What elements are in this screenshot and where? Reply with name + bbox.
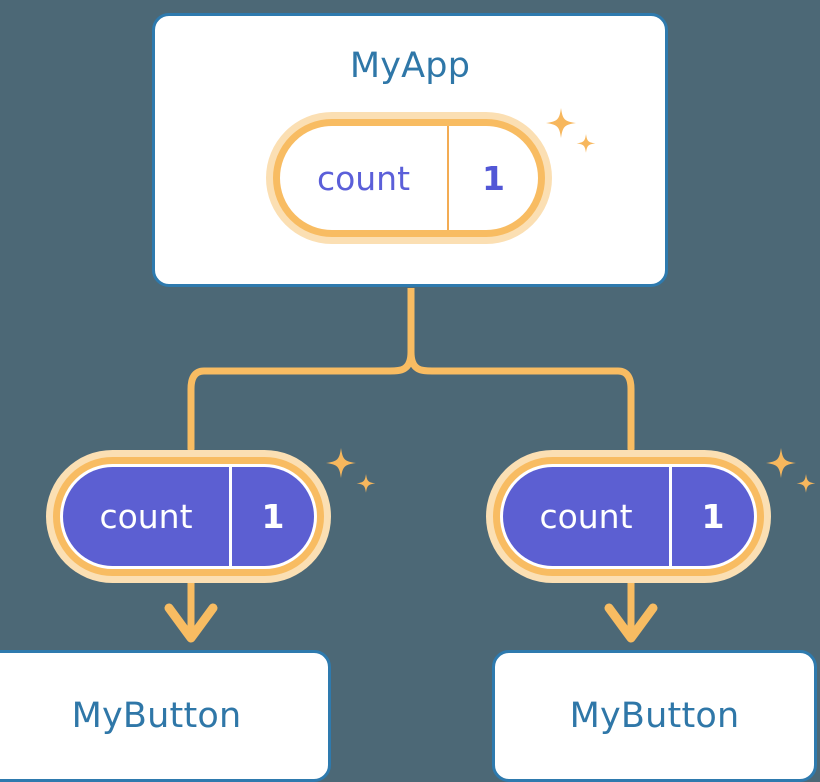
connector-branch-right xyxy=(407,348,635,453)
component-card-mybutton-right[interactable]: MyButton xyxy=(492,650,817,782)
component-title: MyButton xyxy=(569,695,740,736)
arrow-down-icon-right xyxy=(604,603,658,643)
state-value-label: 1 xyxy=(229,467,314,566)
component-title: MyButton xyxy=(71,695,242,736)
state-value-label: 1 xyxy=(447,126,538,230)
sparkle-small-icon xyxy=(796,474,816,493)
state-pill-glow: count 1 xyxy=(46,450,331,583)
state-pill-body: count 1 xyxy=(53,457,324,576)
state-pill-fill: count 1 xyxy=(503,467,754,566)
state-key-label: count xyxy=(539,497,633,536)
state-value-label: 1 xyxy=(669,467,754,566)
state-pill-fill: count 1 xyxy=(63,467,314,566)
state-pill-body: count 1 xyxy=(493,457,764,576)
state-key-label: count xyxy=(99,497,193,536)
sparkle-small-icon xyxy=(356,474,376,493)
state-pill-glow: count 1 xyxy=(266,112,552,244)
state-pill-root[interactable]: count 1 xyxy=(266,112,552,244)
connector-branch-left xyxy=(187,348,415,453)
state-key-label: count xyxy=(316,158,411,198)
state-pill-glow: count 1 xyxy=(486,450,771,583)
state-pill-branch-left[interactable]: count 1 xyxy=(46,450,331,583)
state-pill-branch-right[interactable]: count 1 xyxy=(486,450,771,583)
page-title: MyApp xyxy=(349,46,471,86)
component-card-mybutton-left[interactable]: MyButton xyxy=(0,650,331,782)
arrow-down-icon-left xyxy=(164,603,218,643)
state-pill-body: count 1 xyxy=(273,119,545,237)
